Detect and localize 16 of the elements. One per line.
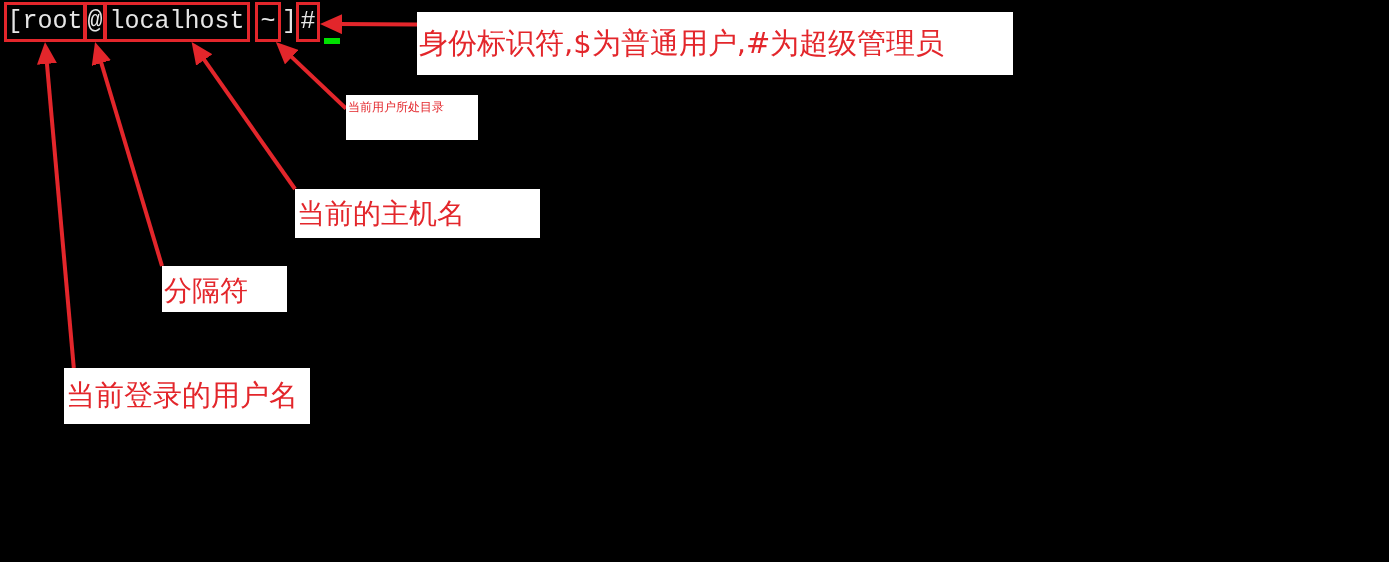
leader-arrow xyxy=(320,14,417,35)
highlighted-prompt-part: ~ xyxy=(255,2,281,42)
closing-bracket: ] xyxy=(282,6,297,38)
callout-label: 分隔符 xyxy=(162,266,287,312)
callout-label: 身份标识符,$为普通用户,#为超级管理员 xyxy=(417,12,1013,75)
callout-label: 当前用户所处目录 xyxy=(346,95,478,140)
callout-label: 当前的主机名 xyxy=(295,189,540,238)
leader-arrow xyxy=(37,41,76,369)
callout-label: 当前登录的用户名 xyxy=(64,368,310,424)
highlighted-prompt-part: @ xyxy=(84,2,106,42)
highlighted-prompt-part: # xyxy=(296,2,320,42)
leader-arrow xyxy=(91,41,164,267)
highlighted-prompt-part: [root xyxy=(4,2,86,42)
highlighted-prompt-part: localhost xyxy=(104,2,250,42)
leader-arrow xyxy=(191,41,297,191)
leader-arrow xyxy=(275,42,348,110)
